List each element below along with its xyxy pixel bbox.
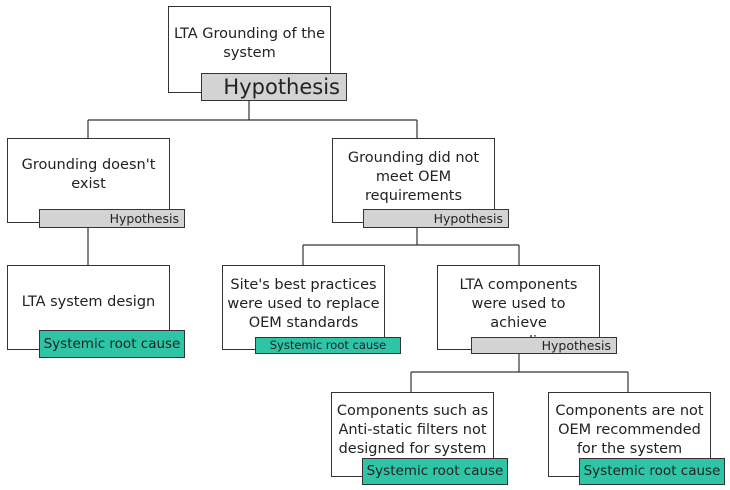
systemic-root-cause-tag: Systemic root cause xyxy=(362,458,508,485)
node-label: Components such as Anti-static filters n… xyxy=(336,403,489,457)
node-grounding-doesnt-exist: Grounding doesn't exist xyxy=(7,138,170,223)
node-site-best-practices: Site's best practices were used to repla… xyxy=(222,265,385,350)
node-label: Grounding doesn't exist xyxy=(21,157,156,192)
hypothesis-tag: Hypothesis xyxy=(471,337,617,354)
hypothesis-tag: Hypothesis xyxy=(201,73,347,101)
systemic-root-cause-tag: Systemic root cause xyxy=(255,337,401,354)
node-label: Site's best practices were used to repla… xyxy=(227,277,380,331)
node-label: LTA Grounding of the system xyxy=(173,26,326,61)
systemic-root-cause-tag: Systemic root cause xyxy=(39,330,185,358)
node-lta-components: LTA components were used to achieve grou… xyxy=(437,265,600,350)
node-label: Components are not OEM recommended for t… xyxy=(555,403,704,457)
node-label: LTA system design xyxy=(21,294,156,310)
hypothesis-tag: Hypothesis xyxy=(39,209,185,228)
node-label: Grounding did not meet OEM requirements xyxy=(347,150,480,204)
hypothesis-tag: Hypothesis xyxy=(363,209,509,228)
systemic-root-cause-tag: Systemic root cause xyxy=(579,458,725,485)
